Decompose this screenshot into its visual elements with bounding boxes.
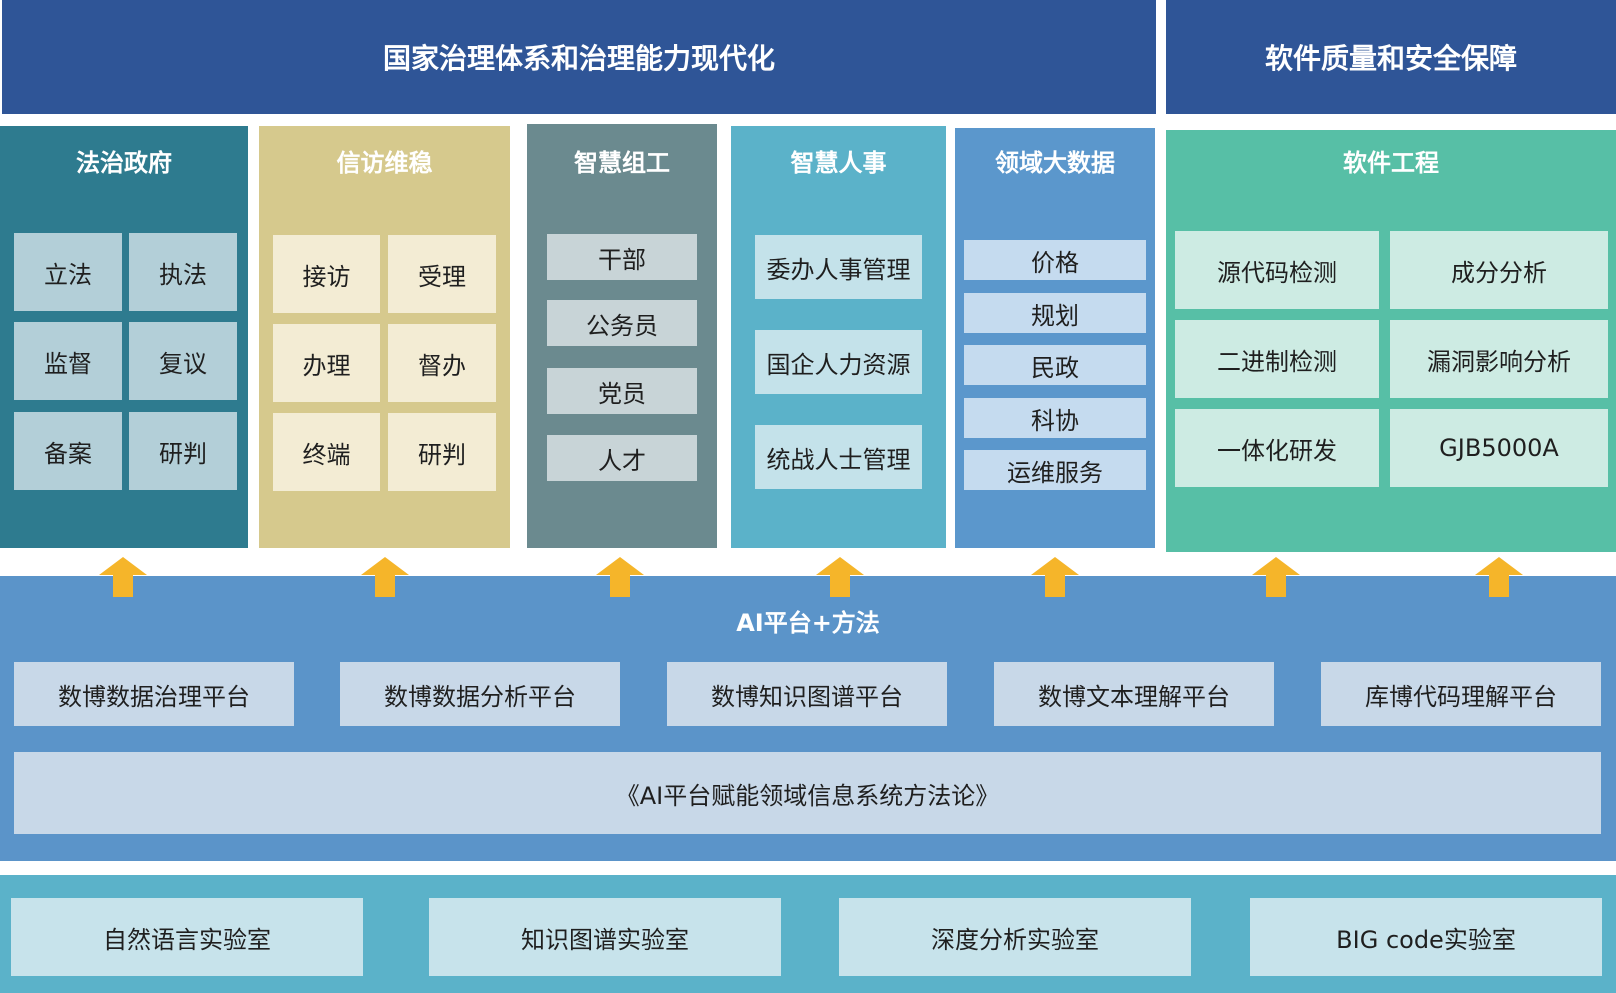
fazhi-item: 复议 [129,322,237,400]
banner-governance: 国家治理体系和治理能力现代化 [2,0,1156,114]
zuzhi-item: 党员 [547,368,697,414]
column-zuzhi-title: 智慧组工 [574,148,670,177]
dashuju-item: 民政 [964,345,1146,385]
column-fazhi: 法治政府 立法 执法 监督 复议 备案 研判 [0,126,248,548]
arrow-up-icon [816,557,864,597]
arrow-up-icon [1252,557,1300,597]
lab-item: BIG code实验室 [1250,898,1602,976]
renshi-item: 委办人事管理 [755,235,922,299]
platform-title: AI平台+方法 [736,608,880,637]
dashuju-item: 运维服务 [964,450,1146,490]
arrow-up-icon [99,557,147,597]
banner-governance-label: 国家治理体系和治理能力现代化 [382,42,775,75]
platform-item: 数博数据分析平台 [340,662,620,726]
ruanjian-item: 成分分析 [1390,231,1608,309]
platform-item: 库博代码理解平台 [1321,662,1601,726]
column-dashuju: 领域大数据 价格 规划 民政 科协 运维服务 [955,128,1155,548]
column-dashuju-title: 领域大数据 [995,148,1115,177]
arrow-up-icon [361,557,409,597]
dashuju-item: 规划 [964,293,1146,333]
platform-item: 数博知识图谱平台 [667,662,947,726]
platform-item: 数博数据治理平台 [14,662,294,726]
column-renshi-title: 智慧人事 [790,148,887,177]
ruanjian-item: 源代码检测 [1175,231,1379,309]
platform-band: AI平台+方法 数博数据治理平台 数博数据分析平台 数博知识图谱平台 数博文本理… [0,576,1616,861]
fazhi-item: 立法 [14,233,122,311]
column-ruanjian-title: 软件工程 [1343,148,1439,177]
lab-item: 深度分析实验室 [839,898,1191,976]
dashuju-item: 价格 [964,240,1146,280]
arrow-up-icon [1031,557,1079,597]
xinfang-item: 办理 [273,324,380,402]
xinfang-item: 督办 [388,324,496,402]
fazhi-item: 备案 [14,412,122,490]
column-xinfang: 信访维稳 接访 受理 办理 督办 终端 研判 [259,126,510,548]
zuzhi-item: 干部 [547,234,697,280]
column-renshi: 智慧人事 委办人事管理 国企人力资源 统战人士管理 [731,126,946,548]
zuzhi-item: 公务员 [547,300,697,346]
column-fazhi-title: 法治政府 [76,148,172,177]
ruanjian-item: 二进制检测 [1175,320,1379,398]
lab-item: 知识图谱实验室 [429,898,781,976]
ruanjian-item: 一体化研发 [1175,409,1379,487]
xinfang-item: 研判 [388,413,496,491]
banner-software-quality-label: 软件质量和安全保障 [1264,42,1517,75]
column-ruanjian: 软件工程 源代码检测 成分分析 二进制检测 漏洞影响分析 一体化研发 GJB50… [1166,130,1616,552]
column-xinfang-title: 信访维稳 [336,148,433,177]
ruanjian-item: 漏洞影响分析 [1390,320,1608,398]
xinfang-item: 终端 [273,413,380,491]
renshi-item: 国企人力资源 [755,330,922,394]
fazhi-item: 监督 [14,322,122,400]
lab-item: 自然语言实验室 [11,898,363,976]
renshi-item: 统战人士管理 [755,425,922,489]
fazhi-item: 执法 [129,233,237,311]
arrow-up-icon [1475,557,1523,597]
dashuju-item: 科协 [964,398,1146,438]
labs-band: 自然语言实验室 知识图谱实验室 深度分析实验室 BIG code实验室 [0,875,1616,993]
xinfang-item: 受理 [388,235,496,313]
zuzhi-item: 人才 [547,435,697,481]
ruanjian-item: GJB5000A [1390,409,1608,487]
arrow-up-icon [596,557,644,597]
column-zuzhi: 智慧组工 干部 公务员 党员 人才 [527,124,717,548]
fazhi-item: 研判 [129,412,237,490]
xinfang-item: 接访 [273,235,380,313]
platform-item: 数博文本理解平台 [994,662,1274,726]
banner-software-quality: 软件质量和安全保障 [1166,0,1616,114]
methodology-box: 《AI平台赋能领域信息系统方法论》 [14,752,1601,834]
